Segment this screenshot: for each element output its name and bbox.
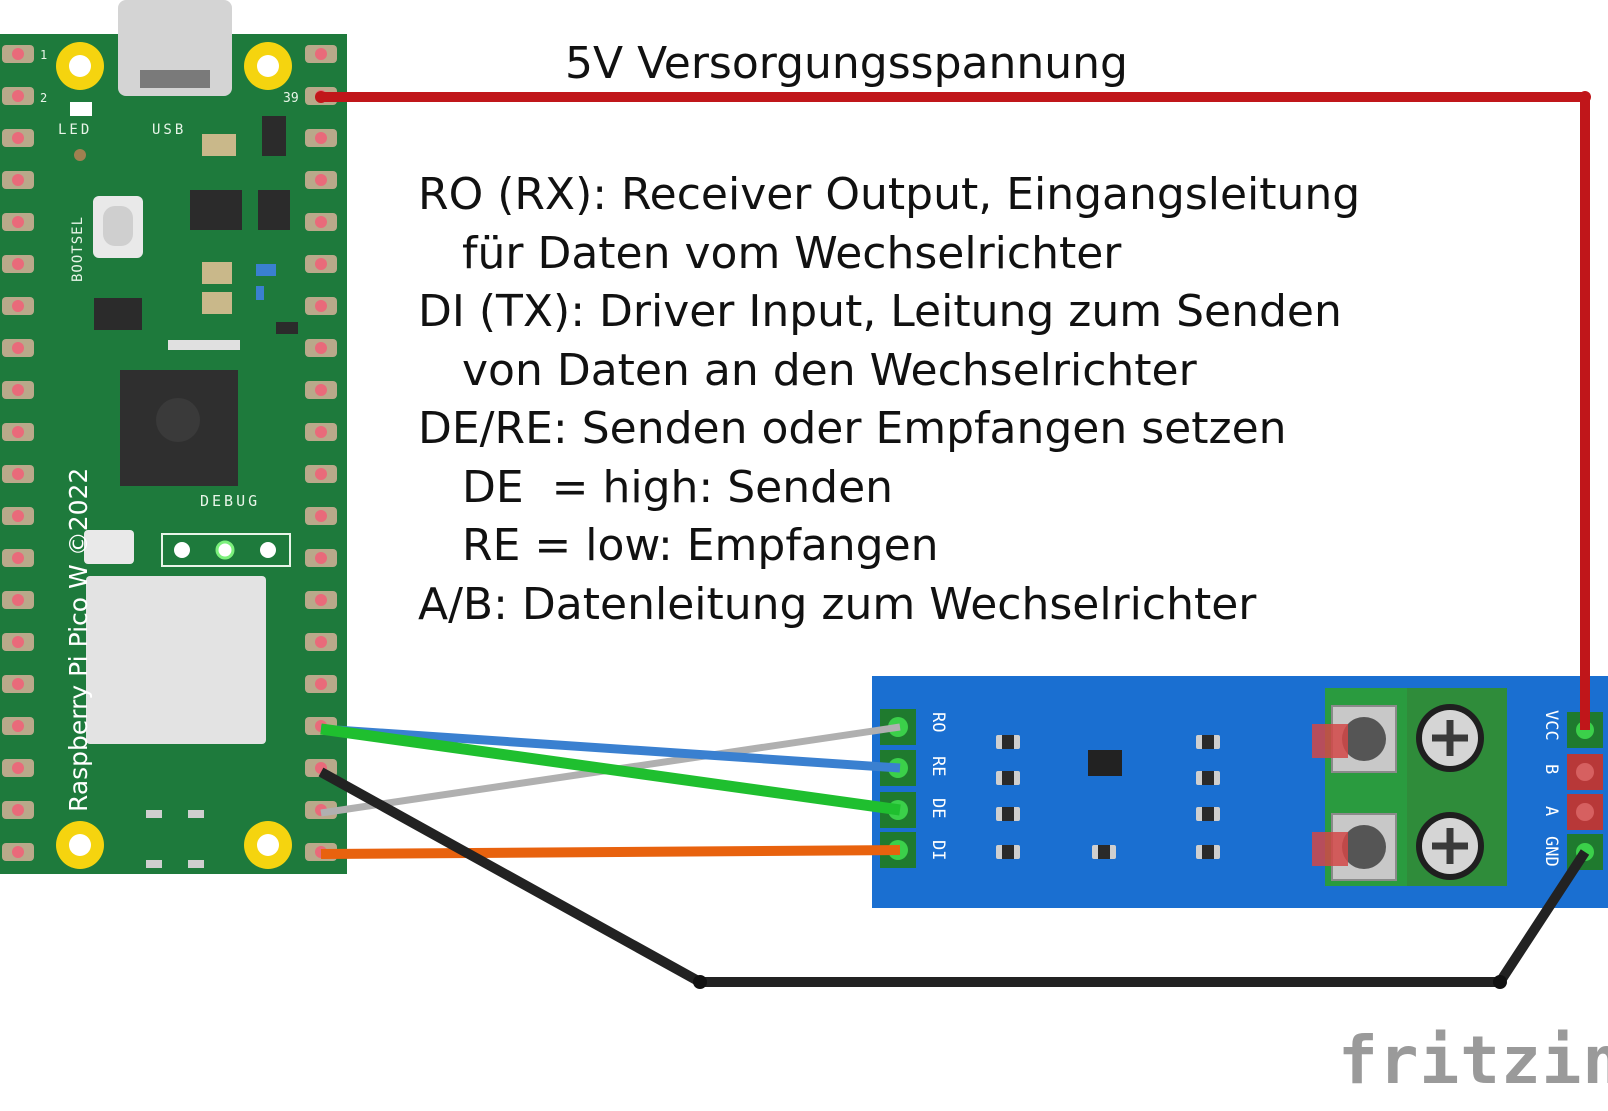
smd-component — [1196, 845, 1220, 859]
pico-pin — [2, 843, 34, 861]
pico-pin — [2, 465, 34, 483]
pico-pin1-label: 1 — [40, 48, 48, 62]
legend-line-di-cont: von Daten an den Wechselrichter — [462, 344, 1197, 396]
legend-line-re-low: RE = low: Empfangen — [462, 520, 939, 571]
pico-pin — [2, 45, 34, 63]
legend-line-ro-cont: für Daten vom Wechselrichter — [462, 227, 1122, 279]
pico-board-label: Raspberry Pi Pico W ©2022 — [64, 467, 93, 812]
pico-pin — [2, 759, 34, 777]
smd-component — [1092, 845, 1116, 859]
pico-pin — [2, 255, 34, 273]
pico-pin — [305, 423, 337, 441]
module-pin-label-de: DE — [928, 798, 948, 819]
pico-pin — [305, 213, 337, 231]
module-pin-right — [1567, 754, 1603, 790]
smd-component — [996, 771, 1020, 785]
pico-pin — [2, 675, 34, 693]
pico-usb-label: USB — [152, 122, 187, 138]
pico-pin — [2, 549, 34, 567]
pico-pin — [305, 549, 337, 567]
module-pin-label-di: DI — [928, 840, 948, 861]
max485-chip-icon — [1088, 750, 1122, 776]
smd-component — [996, 807, 1020, 821]
pico-bootsel-label: BOOTSEL — [70, 215, 86, 282]
fritzing-watermark: fritzing — [1338, 1022, 1608, 1099]
pico-pin — [305, 465, 337, 483]
wire-de — [320, 723, 901, 816]
pico-pin — [2, 591, 34, 609]
smd-component — [1196, 735, 1220, 749]
wire-gnd — [318, 767, 1590, 987]
pico-pin — [2, 297, 34, 315]
legend-line-de-high: DE = high: Senden — [462, 461, 894, 513]
pico-led-label: LED — [58, 122, 93, 138]
smd-component — [996, 845, 1020, 859]
usb-port-opening — [140, 70, 210, 88]
pico-pin — [2, 171, 34, 189]
pico-pin — [305, 381, 337, 399]
pin-legend: RO (RX): Receiver Output, Eingangsleitun… — [418, 166, 1360, 634]
wire-di — [320, 845, 901, 859]
pico-pin — [305, 507, 337, 525]
pico-pin — [305, 255, 337, 273]
legend-line-ab: A/B: Datenleitung zum Wechselrichter — [418, 578, 1257, 630]
pico-pin — [2, 339, 34, 357]
module-pin-label-ro: RO — [928, 712, 948, 733]
module-pin-label-a: A — [1541, 806, 1561, 817]
pico-pin — [305, 675, 337, 693]
pico-pin — [2, 633, 34, 651]
module-pin-label-vcc: VCC — [1541, 710, 1561, 741]
raspberry-pi-pico-board — [0, 0, 347, 874]
module-pin-right — [1567, 794, 1603, 830]
pico-pin — [305, 633, 337, 651]
pico-pin — [305, 171, 337, 189]
smd-component — [1196, 807, 1220, 821]
pico-debug-label: DEBUG — [200, 492, 261, 510]
pico-pin — [2, 87, 34, 105]
pico-pin — [305, 591, 337, 609]
wifi-module-shield — [86, 576, 266, 744]
pico-pin — [2, 507, 34, 525]
pico-pin39-label: 39 — [283, 91, 299, 106]
module-pin-label-b: B — [1541, 764, 1561, 775]
pico-pin — [2, 801, 34, 819]
legend-line-di: DI (TX): Driver Input, Leitung zum Sende… — [418, 286, 1342, 337]
pico-pin — [2, 129, 34, 147]
module-pin-label-gnd: GND — [1541, 836, 1561, 867]
pico-pin — [305, 129, 337, 147]
legend-line-dere: DE/RE: Senden oder Empfangen setzen — [418, 403, 1287, 454]
smd-component — [996, 735, 1020, 749]
pico-pin2-label: 2 — [40, 91, 48, 105]
smd-component — [1196, 771, 1220, 785]
pico-pin — [2, 213, 34, 231]
rs485-module — [872, 676, 1608, 908]
pico-pin — [305, 339, 337, 357]
debug-header — [161, 533, 291, 567]
pico-pin — [2, 423, 34, 441]
supply-voltage-caption: 5V Versorgungsspannung — [565, 38, 1128, 89]
wire-re — [320, 724, 901, 773]
module-pin-label-re: RE — [928, 756, 948, 777]
led-icon — [70, 102, 92, 116]
pico-pin — [305, 297, 337, 315]
pico-pin — [2, 717, 34, 735]
pico-pin — [305, 45, 337, 63]
pico-pin — [2, 381, 34, 399]
legend-line-ro: RO (RX): Receiver Output, Eingangsleitun… — [418, 169, 1361, 220]
wires — [315, 91, 1591, 989]
